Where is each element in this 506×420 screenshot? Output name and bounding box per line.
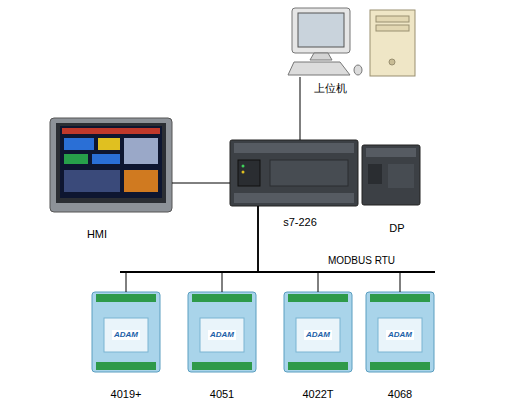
hmi-screen	[60, 126, 162, 198]
dp-cover	[388, 164, 414, 188]
dp-body	[362, 145, 420, 205]
hmi-widget	[92, 154, 120, 164]
connector-line	[258, 206, 400, 292]
device-label: 4022T	[302, 388, 333, 401]
module-label	[296, 318, 340, 352]
connector-line	[300, 77, 301, 140]
connector-line	[258, 206, 318, 292]
drive-bay	[376, 16, 409, 22]
io-module	[92, 292, 160, 372]
module-label	[200, 318, 244, 352]
module-body	[366, 292, 434, 372]
terminal-strip	[288, 294, 348, 302]
terminal-strip	[234, 143, 354, 153]
terminal-strip	[234, 193, 354, 203]
connector	[368, 164, 382, 184]
keyboard	[288, 62, 350, 75]
brand-logo: ADAM	[208, 330, 236, 340]
monitor-stand	[310, 53, 332, 60]
module-body	[284, 292, 352, 372]
monitor-screen	[298, 13, 344, 47]
device-node: s7-226	[230, 140, 358, 206]
power-button	[389, 59, 395, 65]
terminal-strip	[366, 148, 416, 157]
device-node: HMI	[50, 118, 172, 212]
terminal-strip	[192, 362, 252, 370]
io-module	[188, 292, 256, 372]
computer-icon	[288, 8, 415, 76]
device-label: 4068	[388, 388, 412, 401]
io-module	[284, 292, 352, 372]
led	[242, 165, 245, 168]
hmi-widget	[124, 138, 158, 164]
hmi-widget	[64, 154, 88, 164]
brand-logo: ADAM	[112, 330, 140, 340]
terminal-strip	[96, 294, 156, 302]
dp-module	[362, 145, 420, 205]
connector-line	[222, 206, 258, 292]
hmi-widget	[62, 128, 160, 134]
hmi-inner	[56, 123, 166, 203]
io-cover	[270, 160, 348, 186]
connector-line	[172, 183, 230, 184]
device-node: 上位机	[285, 5, 425, 77]
status-panel	[238, 160, 260, 186]
hmi-widget	[64, 138, 94, 150]
drive-bay	[376, 25, 409, 31]
bus-label: MODBUS RTU	[328, 255, 395, 267]
hmi-bezel	[50, 118, 172, 212]
hmi-panel	[50, 118, 172, 212]
terminal-strip	[370, 362, 430, 370]
device-node: DP	[362, 145, 420, 205]
device-label: DP	[389, 222, 404, 235]
modbus-bus	[120, 271, 435, 273]
device-label: HMI	[87, 228, 107, 241]
device-label: 上位机	[314, 82, 347, 95]
pc-tower	[370, 10, 415, 76]
terminal-strip	[370, 294, 430, 302]
module-label	[104, 318, 148, 352]
brand-logo: ADAM	[386, 330, 414, 340]
hmi-widget	[64, 170, 120, 192]
device-label: 4019+	[111, 388, 142, 401]
led	[242, 171, 245, 174]
connector-line	[126, 206, 258, 292]
module-body	[92, 292, 160, 372]
module-label	[378, 318, 422, 352]
hmi-widget	[98, 138, 120, 150]
terminal-strip	[192, 294, 252, 302]
hmi-widget	[124, 170, 158, 192]
io-module	[366, 292, 434, 372]
device-label: s7-226	[283, 216, 317, 229]
device-label: 4051	[210, 388, 234, 401]
plc-unit	[230, 140, 358, 206]
plc-body	[230, 140, 358, 206]
terminal-strip	[288, 362, 348, 370]
brand-logo: ADAM	[304, 330, 332, 340]
terminal-strip	[96, 362, 156, 370]
module-body	[188, 292, 256, 372]
mouse	[354, 65, 362, 75]
monitor-frame	[292, 8, 350, 53]
